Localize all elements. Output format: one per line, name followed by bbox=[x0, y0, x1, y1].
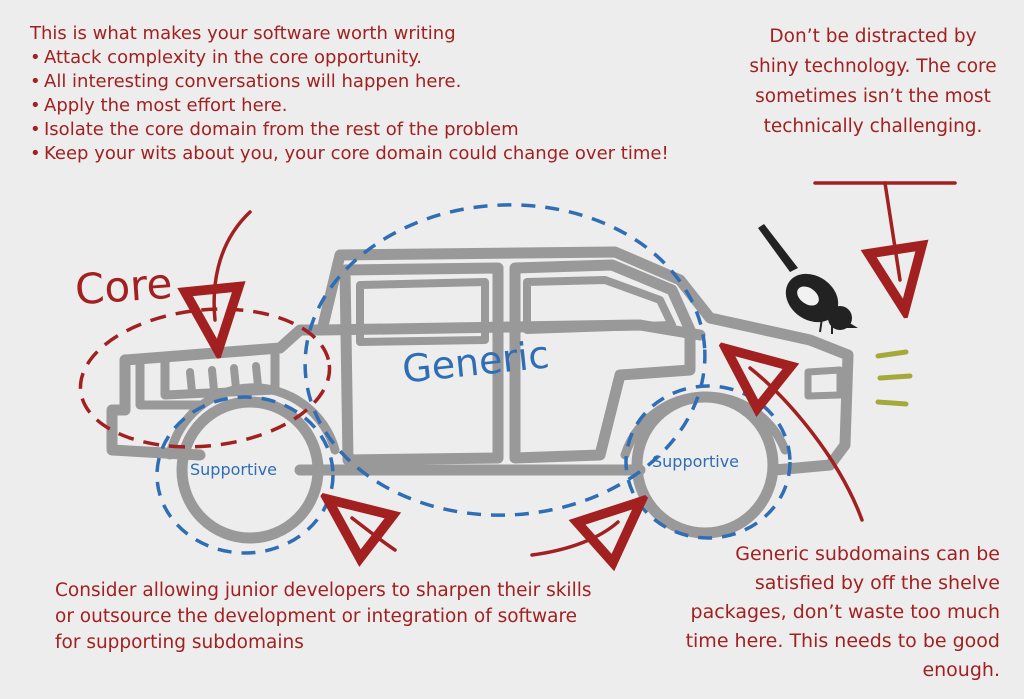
car-illustration bbox=[106, 246, 854, 544]
core-bullet: Apply the most effort here. bbox=[30, 94, 790, 118]
supportive-right-label: Supportive bbox=[652, 452, 740, 471]
headlight bbox=[804, 366, 844, 400]
junior-arrow bbox=[352, 518, 395, 550]
generic-note-arrow bbox=[750, 368, 864, 522]
shine-marks bbox=[875, 349, 913, 407]
magpie-icon bbox=[758, 224, 858, 334]
core-description-list: Attack complexity in the core opportunit… bbox=[30, 46, 790, 166]
core-bullet: Attack complexity in the core opportunit… bbox=[30, 46, 790, 70]
core-description-heading: This is what makes your software worth w… bbox=[30, 23, 456, 44]
core-description-note: This is what makes your software worth w… bbox=[30, 22, 790, 166]
core-boundary bbox=[78, 307, 332, 449]
engine-fins bbox=[186, 362, 262, 396]
generic-supportive-arrow bbox=[530, 522, 618, 555]
rear-door bbox=[509, 259, 696, 464]
technology-tip-note: Don’t be distracted by shiny technology.… bbox=[749, 26, 997, 137]
subdomain-boundaries bbox=[155, 203, 792, 555]
generic-boundary bbox=[303, 203, 707, 517]
core-bullet: Isolate the core domain from the rest of… bbox=[30, 118, 790, 142]
rear-arch bbox=[620, 391, 790, 460]
rear-window bbox=[523, 276, 676, 334]
core-bullet: All interesting conversations will happe… bbox=[30, 70, 790, 94]
core-arrow bbox=[214, 210, 252, 320]
tip-arrow bbox=[885, 181, 900, 280]
generic-subdomains-note: Generic subdomains can be satisfied by o… bbox=[685, 543, 1000, 681]
front-window bbox=[356, 278, 489, 346]
supportive-left-label: Supportive bbox=[190, 460, 278, 479]
core-label: Core bbox=[73, 258, 174, 315]
core-bullet: Keep your wits about you, your core doma… bbox=[30, 142, 790, 166]
front-door bbox=[339, 262, 504, 466]
annotation-arrows bbox=[214, 181, 957, 555]
front-wheel bbox=[176, 396, 324, 544]
junior-developers-note: Consider allowing junior developers to s… bbox=[55, 580, 592, 653]
supportive-right-boundary bbox=[624, 384, 792, 540]
supportive-left-boundary bbox=[155, 395, 335, 555]
